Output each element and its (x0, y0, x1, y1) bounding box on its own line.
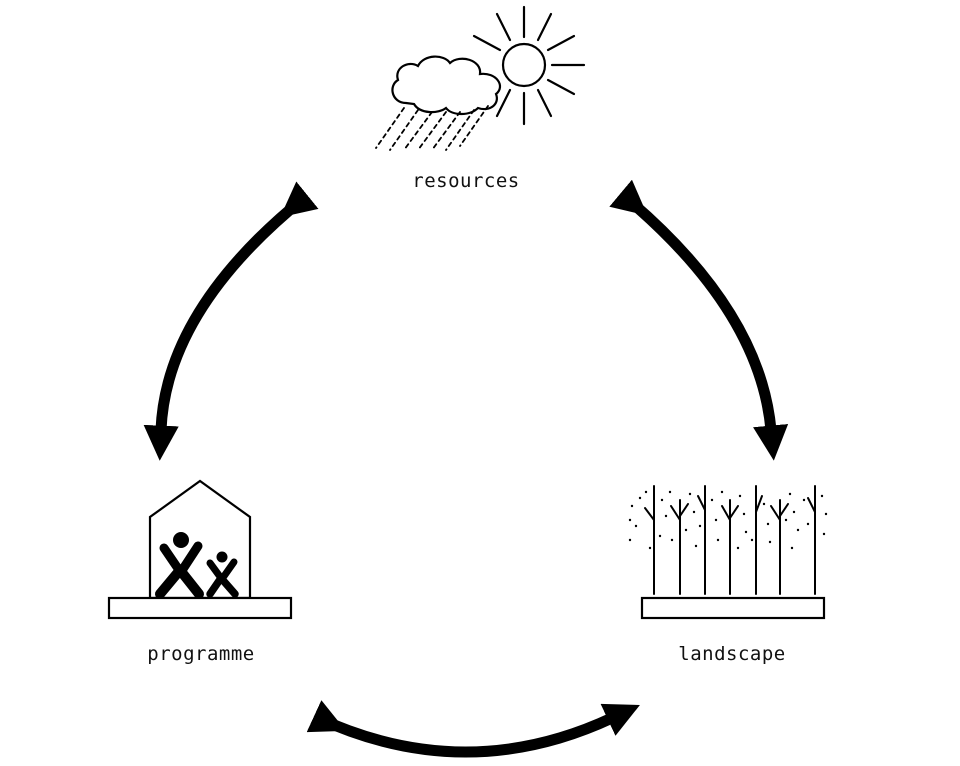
person-small-icon (206, 551, 239, 598)
tree-trunks (644, 485, 816, 595)
person-large-icon (155, 532, 204, 599)
tree-leaves (628, 490, 828, 550)
trees-icon (628, 485, 828, 620)
landscape-base (640, 596, 826, 620)
node-label-landscape: landscape (678, 643, 786, 665)
arrow-programme-landscape (306, 700, 640, 758)
sun-icon (472, 5, 586, 126)
node-label-programme: programme (147, 643, 255, 665)
arrow-resources-landscape (609, 179, 789, 461)
programme-base (107, 596, 293, 620)
sun-cloud-rain-icon (375, 5, 586, 151)
arrow-resources-programme (143, 181, 319, 461)
node-label-resources: resources (412, 170, 520, 192)
house-people-icon (107, 479, 293, 620)
rain-icon (375, 105, 489, 151)
cloud-icon (391, 55, 502, 116)
